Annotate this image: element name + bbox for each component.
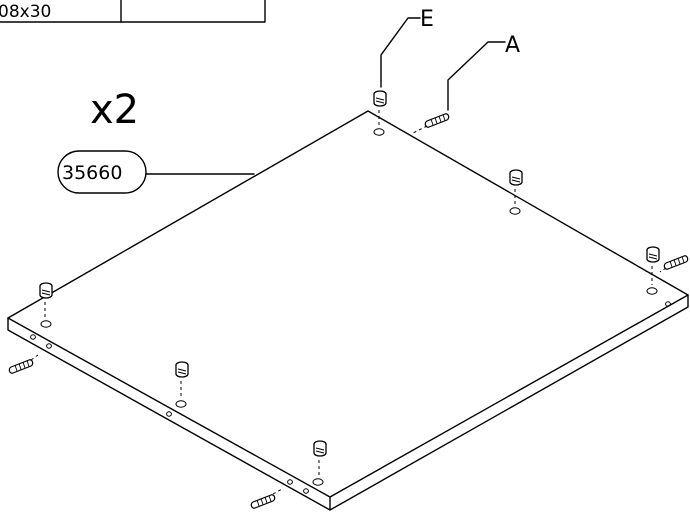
callout-a-label: A <box>505 33 520 58</box>
dowel <box>8 354 39 374</box>
callout-e-label: E <box>420 7 434 32</box>
edge-holes <box>30 301 671 494</box>
table-cell-text: 08x30 <box>0 2 51 22</box>
cam-lock <box>373 90 387 136</box>
dowel <box>412 113 450 134</box>
hardware-table: 08x30 <box>0 0 266 23</box>
callout-e: E <box>380 7 434 88</box>
panel <box>7 110 689 511</box>
part-number-callout: 35660 <box>57 150 255 194</box>
dowel <box>250 488 283 509</box>
quantity-label: x2 <box>90 87 139 133</box>
cam-lock <box>175 361 189 408</box>
cam-lock <box>312 440 327 486</box>
cam-lock <box>509 169 523 215</box>
dowel <box>659 255 689 273</box>
callout-a: A <box>447 33 520 111</box>
part-number-label: 35660 <box>62 162 122 184</box>
cam-lock <box>646 246 660 295</box>
cam-lock <box>39 282 53 328</box>
